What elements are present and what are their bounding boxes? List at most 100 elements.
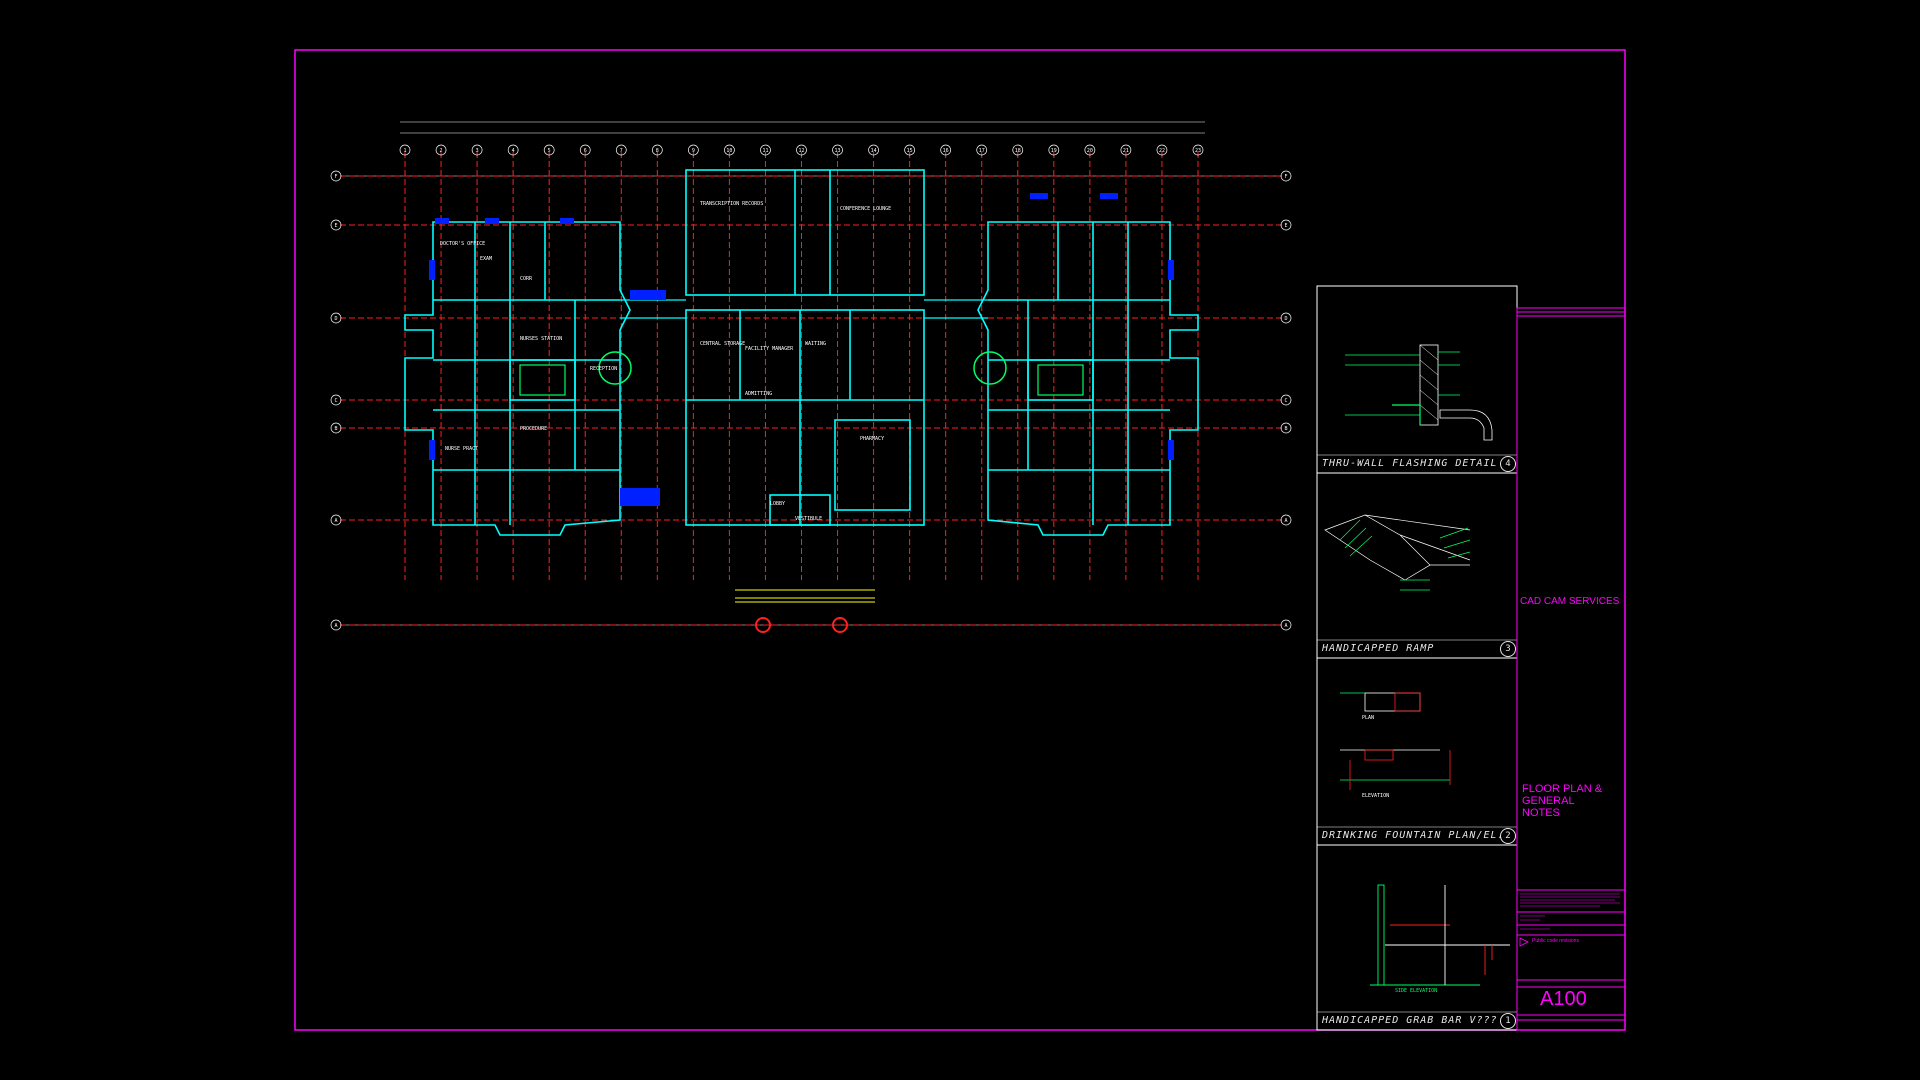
grid-bubble-label: 11: [762, 148, 768, 154]
detail-1-title: HANDICAPPED GRAB BAR V???: [1322, 1015, 1498, 1026]
grid-bubble: [904, 144, 915, 156]
window-accents: [429, 193, 1174, 603]
room-label: ADMITTING: [745, 391, 772, 397]
grid-bubble: [1280, 514, 1292, 526]
grid-bubble-label: 15: [907, 148, 913, 154]
grid-bubble-label: 6: [584, 148, 587, 154]
room-label: CORR: [520, 276, 533, 282]
room-label: VESTIBULE: [795, 516, 822, 522]
grid-bubble: [1280, 312, 1292, 324]
grid-bubble-label: F: [1284, 174, 1287, 180]
grid-bubble-label: 21: [1123, 148, 1129, 154]
grid-bubble-label: C: [1284, 398, 1287, 404]
grid-bubble: [507, 144, 519, 156]
grid-bubble-label: 19: [1051, 148, 1057, 154]
grid-bubble-label: 23: [1195, 148, 1201, 154]
title-block: [1516, 307, 1626, 1031]
grid-bubble-label: 4: [512, 148, 515, 154]
entrance-markers: [755, 617, 848, 633]
fountain-plan-label: PLAN: [1362, 715, 1375, 721]
grid-bubble-label: A: [334, 623, 337, 629]
grid-bubble: [330, 394, 342, 406]
room-label: CENTRAL STORAGE: [700, 341, 745, 347]
grid-bubble: [615, 144, 627, 156]
detail-1-drawing: [1370, 884, 1510, 986]
grid-bubble-label: B: [334, 426, 337, 432]
grid-bubble: [1084, 144, 1096, 156]
grid-bubble: [1012, 144, 1024, 156]
room-label: PHARMACY: [860, 436, 884, 442]
grid-bubble: [330, 219, 342, 231]
grid-bubble: [579, 144, 591, 156]
grid-bubble: [330, 514, 342, 526]
grid-bubble: [330, 422, 342, 434]
corridors: [620, 299, 988, 319]
revision-note: Public code revisions: [1532, 938, 1579, 944]
grid-bubble-label: F: [334, 174, 337, 180]
sheet-title-line-3: NOTES: [1522, 807, 1560, 819]
grid-bubble-label: 20: [1087, 148, 1093, 154]
grid-bubble: [688, 144, 699, 156]
room-label: EXAM: [480, 256, 492, 262]
sheet-title-line-2: GENERAL: [1522, 795, 1575, 807]
detail-4-number: 4: [1500, 456, 1516, 472]
detail-2-drawing: [1340, 692, 1451, 790]
grid-bubble-label: 16: [943, 148, 949, 154]
grid-bubble-label: 18: [1015, 148, 1021, 154]
grid-bubble-label: 12: [798, 148, 804, 154]
room-label: NURSES STATION: [520, 336, 562, 342]
room-label: DOCTOR'S OFFICE: [440, 241, 485, 247]
fountain-elevation-label: ELEVATION: [1362, 793, 1390, 799]
room-label: WAITING: [805, 341, 826, 347]
grid-bubble-label: 9: [692, 148, 695, 154]
grid-bubble: [330, 619, 342, 631]
detail-3-number: 3: [1500, 641, 1516, 657]
company-name: CAD CAM SERVICES: [1520, 596, 1620, 607]
detail-2-number: 2: [1500, 828, 1516, 844]
right-wing-walls: [977, 221, 1199, 536]
grid-bubble: [435, 144, 447, 156]
grid-bubble-label: A: [1284, 623, 1287, 629]
grid-bubble: [796, 144, 807, 156]
grid-bubble: [1280, 422, 1292, 434]
grid-bubble: [1048, 144, 1060, 156]
grid-lines: [340, 152, 1282, 626]
detail-1-number: 1: [1500, 1013, 1516, 1029]
grid-bubble-label: B: [1284, 426, 1287, 432]
grid-bubble-label: 2: [440, 148, 443, 154]
grid-bubble-label: 10: [726, 148, 732, 154]
grid-bubble: [471, 144, 483, 156]
grid-bubble-label: E: [1284, 223, 1287, 229]
grid-bubble: [399, 144, 411, 156]
room-label: PROCEDURE: [520, 426, 547, 432]
center-block-walls: [685, 169, 925, 526]
grid-bubble-label: 17: [979, 148, 985, 154]
grid-bubble: [868, 144, 879, 156]
grid-bubble: [330, 312, 342, 324]
grid-bubble: [724, 144, 735, 156]
room-label: CONFERENCE LOUNGE: [840, 206, 891, 212]
grid-bubble: [832, 144, 843, 156]
grid-bubble-label: 8: [656, 148, 659, 154]
sheet-border: [294, 49, 1626, 1031]
room-label: FACILITY MANAGER: [745, 346, 794, 352]
grid-bubble: [760, 144, 771, 156]
detail-2-title: DRINKING FOUNTAIN PLAN/EL.: [1322, 830, 1505, 841]
grid-bubble: [330, 170, 342, 182]
room-label: TRANSCRIPTION RECORDS: [700, 201, 763, 207]
grab-bar-side-elevation-label: SIDE ELEVATION: [1395, 988, 1438, 994]
grid-bubble: [1280, 619, 1292, 631]
detail-4-title: THRU-WALL FLASHING DETAIL: [1322, 458, 1498, 469]
grid-bubble: [543, 144, 555, 156]
grid-bubble: [1280, 394, 1292, 406]
detail-3-title: HANDICAPPED RAMP: [1322, 643, 1435, 654]
sheet-number: A100: [1540, 988, 1587, 1010]
room-label: NURSE PRACT: [445, 446, 478, 452]
grid-bubble-label: D: [1284, 316, 1287, 322]
grid-bubble: [651, 144, 663, 156]
